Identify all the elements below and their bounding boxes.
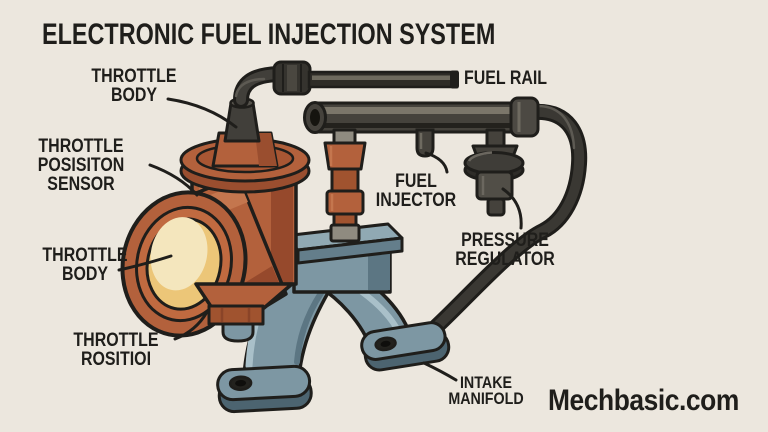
leader-throttle-body-top [166,97,238,129]
label-throttle-position-sensor: THROTTLE POSISITON SENSOR [14,137,148,194]
label-line: REGULATOR [455,249,555,270]
label-fuel-injector: FUEL INJECTOR [349,172,483,210]
leader-throttle-position-sensor [148,163,199,197]
left-flange [216,364,313,414]
label-line: BODY [110,85,158,106]
label-line: INJECTOR [375,190,457,211]
label-line: PRESSURE [461,230,549,251]
leader-intake-manifold [422,361,458,382]
leader-lines [117,97,523,382]
label-line: BODY [61,264,109,285]
label-line: SENSOR [47,174,115,195]
label-line: POSISITON [37,155,125,176]
label-fuel-rail: FUEL RAIL [464,69,547,88]
fuel-hose [429,103,588,334]
leader-pressure-regulator [501,187,523,230]
label-line: THROTTLE [73,330,159,351]
injector-stub [415,128,435,158]
throttle-hose [233,60,459,108]
watermark-brand: Mechbasic.com [548,384,739,417]
fuel-rail-part [303,96,540,138]
label-line: FUEL RAIL [464,68,548,89]
right-flange [360,321,451,372]
label-throttle-body-top: THROTTLE BODY [67,67,201,105]
label-line: INTAKE [459,373,513,392]
label-throttle-position-bottom: THROTTLE ROSITIOI [49,331,183,369]
page-title: ELECTRONIC FUEL INJECTION SYSTEM [42,18,496,51]
throttle-body-part [120,97,311,343]
leader-throttle-body-left [117,254,173,272]
label-line: THROTTLE [91,66,177,87]
pressure-regulator-part [463,128,525,217]
label-throttle-body-left: THROTTLE BODY [18,246,152,284]
label-line: FUEL [395,171,437,192]
leader-fuel-injector [424,151,449,174]
label-line: MANIFOLD [448,389,524,409]
label-line: THROTTLE [42,245,128,266]
label-intake-manifold: INTAKE MANIFOLD [419,373,553,409]
fuel-injector-part [323,128,367,243]
label-line: ROSITIOI [80,349,152,370]
label-pressure-regulator: PRESSURE REGULATOR [438,231,572,269]
leader-throttle-position-bottom [173,310,209,341]
label-line: THROTTLE [38,136,124,157]
